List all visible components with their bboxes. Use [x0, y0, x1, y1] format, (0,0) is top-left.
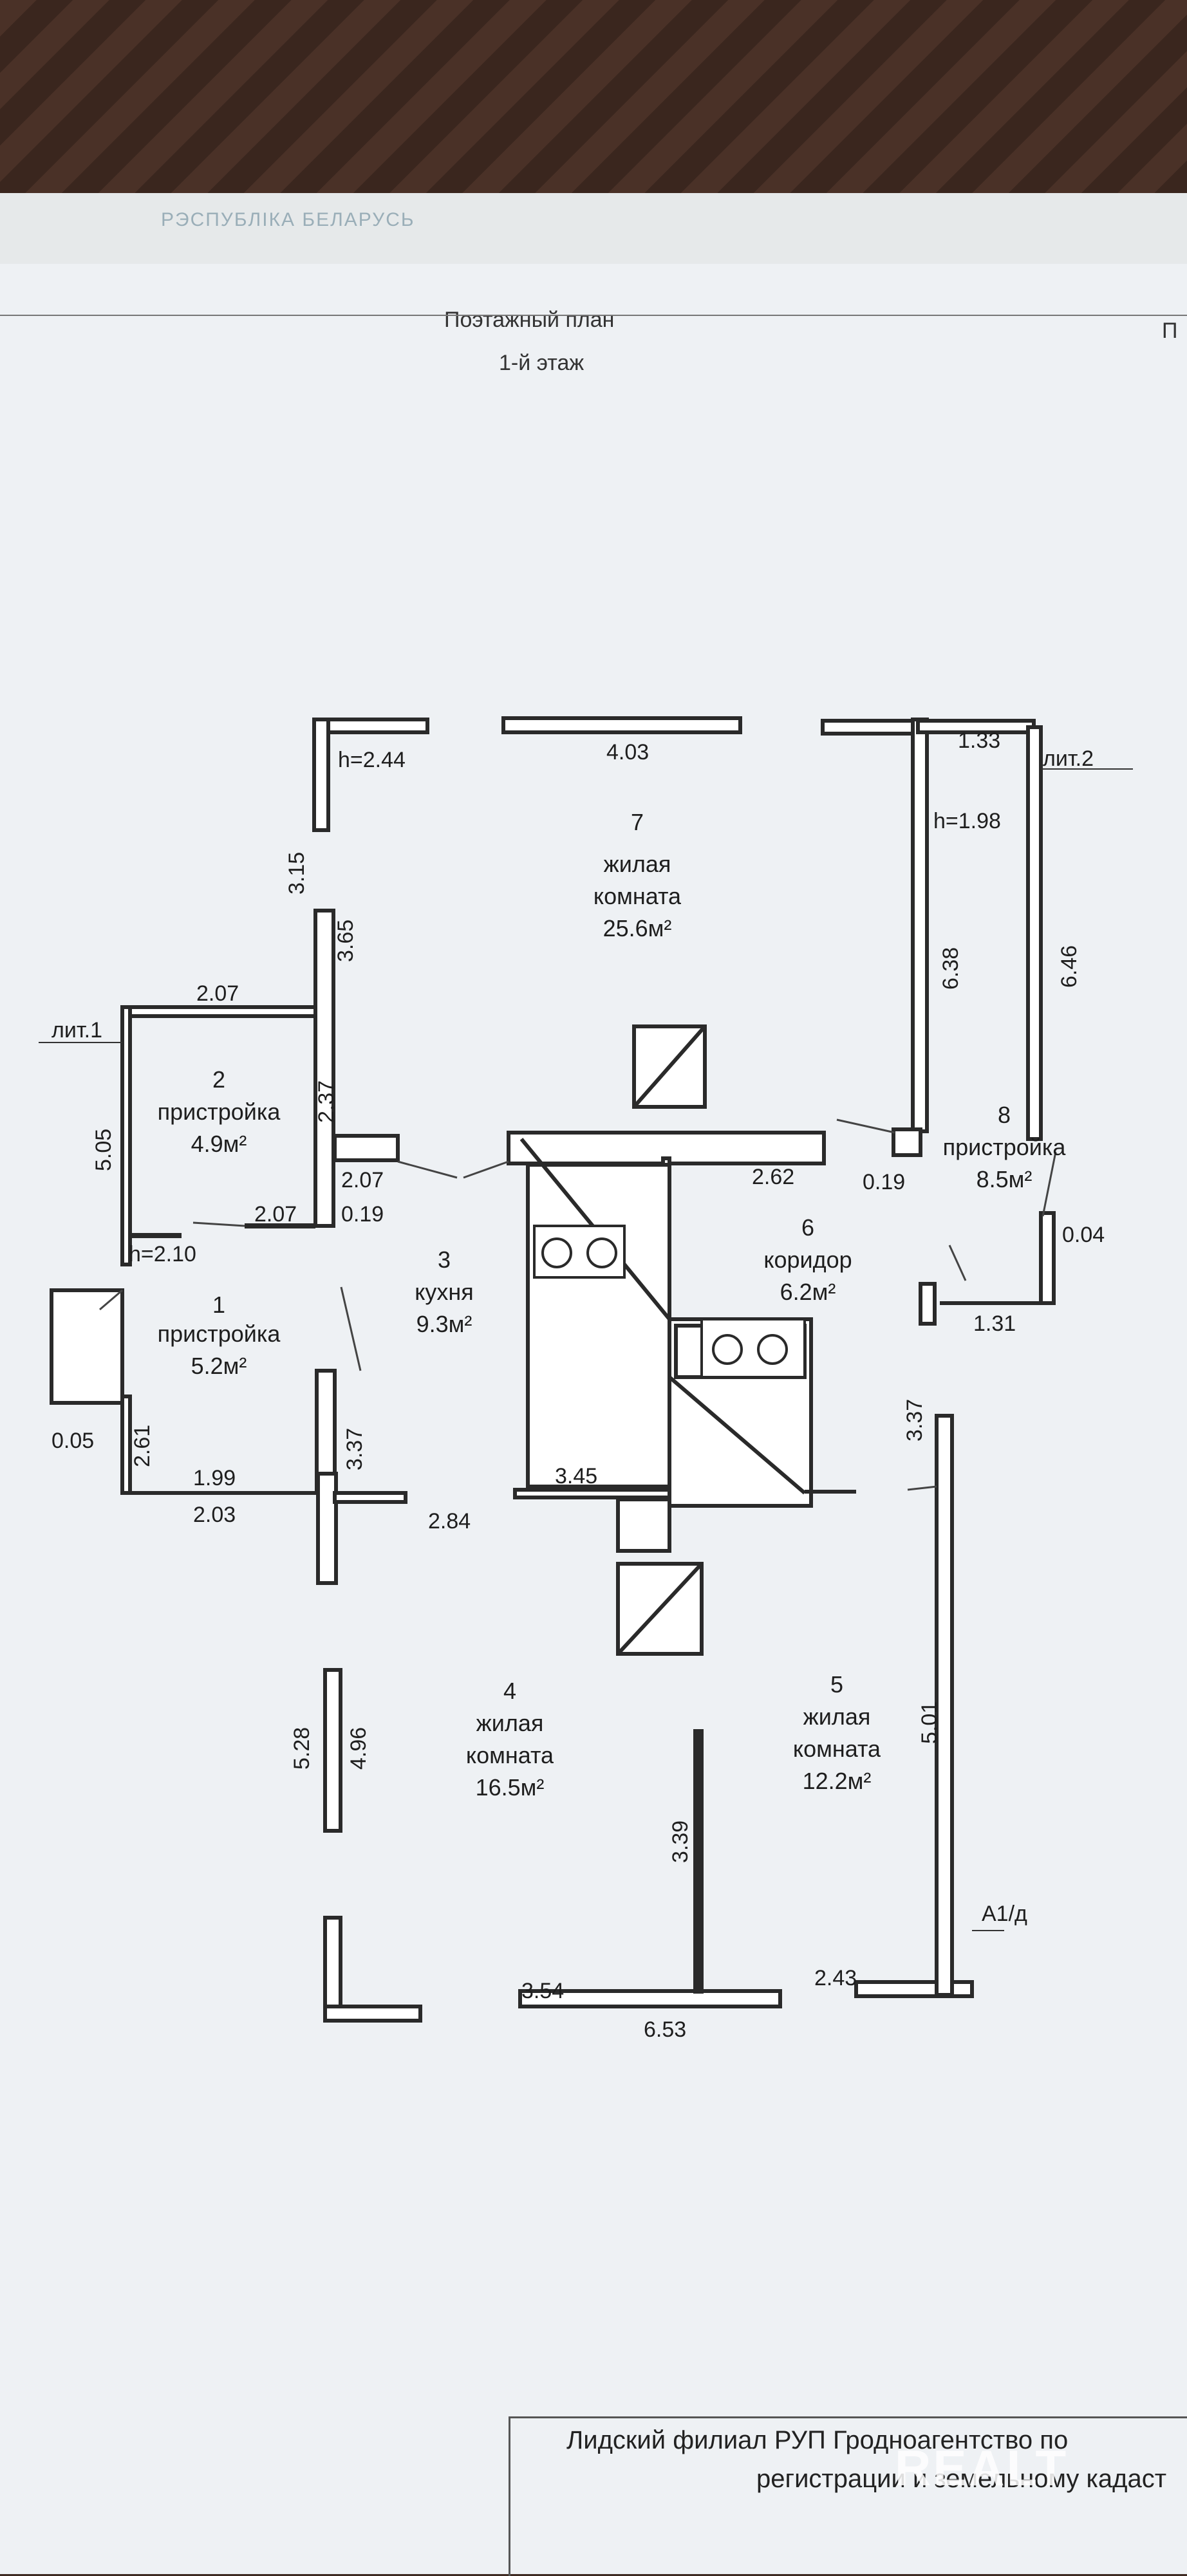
- dim-2-61: 2.61: [130, 1425, 154, 1467]
- footer-line-1: Лидский филиал РУП Гродноагентство по: [566, 2426, 1069, 2454]
- dim-0-19-right: 0.19: [863, 1170, 905, 1194]
- dim-2-07-low: 2.07: [341, 1168, 384, 1192]
- dim-3-15: 3.15: [285, 852, 309, 894]
- dim-3-37-right: 3.37: [902, 1399, 927, 1441]
- room-1-number: 1: [212, 1292, 225, 1318]
- dim-5-05: 5.05: [91, 1129, 116, 1171]
- room-7-name-2: комната: [594, 883, 682, 909]
- room-4-name-1: жилая: [476, 1710, 544, 1736]
- footer-line-2: регистрации и земельному кадаст: [756, 2465, 1167, 2493]
- dim-3-37-left: 3.37: [342, 1428, 367, 1470]
- dim-3-65: 3.65: [333, 920, 358, 962]
- room-2-area: 4.9м²: [191, 1131, 247, 1157]
- title-block: [509, 2416, 1187, 2576]
- room-8-name: пристройка: [943, 1134, 1067, 1160]
- room-1-area: 5.2м²: [191, 1353, 247, 1379]
- dim-3-54: 3.54: [521, 1979, 564, 2003]
- room-3-area: 9.3м²: [416, 1311, 472, 1337]
- plan-title: Поэтажный план: [444, 308, 615, 332]
- watermark-logo: REALT: [895, 2440, 1069, 2496]
- stamp-text: РЭСПУБЛІКА БЕЛАРУСЬ: [161, 209, 415, 230]
- room-7-area: 25.6м²: [603, 915, 672, 941]
- room-7-name-1: жилая: [604, 851, 671, 877]
- dim-5-28: 5.28: [290, 1727, 314, 1770]
- room-2-name: пристройка: [158, 1098, 281, 1125]
- dim-4-96: 4.96: [346, 1727, 371, 1770]
- height-extension-1: h=2.10: [129, 1242, 196, 1266]
- room-6-area: 6.2м²: [780, 1279, 836, 1305]
- corner-label: П: [1162, 319, 1178, 343]
- door-marks: [99, 1118, 1057, 1491]
- room-5-name-2: комната: [793, 1736, 881, 1762]
- dim-1-99: 1.99: [193, 1466, 236, 1490]
- dim-2-37: 2.37: [314, 1080, 339, 1123]
- room-6-number: 6: [801, 1214, 814, 1241]
- dim-2-43: 2.43: [814, 1966, 857, 1990]
- stove-burners: [533, 1225, 806, 1378]
- room-3-name: кухня: [415, 1279, 474, 1305]
- dim-0-05: 0.05: [51, 1429, 94, 1453]
- dim-1-33: 1.33: [958, 728, 1000, 753]
- height-main: h=2.44: [338, 748, 406, 772]
- room-5-number: 5: [830, 1671, 843, 1698]
- dim-6-46: 6.46: [1057, 945, 1081, 988]
- dim-2-03: 2.03: [193, 1503, 236, 1527]
- dim-0-04: 0.04: [1062, 1223, 1105, 1247]
- room-4-name-2: комната: [466, 1742, 554, 1768]
- dim-0-19-left: 0.19: [341, 1202, 384, 1227]
- dim-2-62: 2.62: [752, 1165, 794, 1189]
- dim-2-07-top: 2.07: [196, 981, 239, 1006]
- dim-4-03: 4.03: [606, 740, 649, 764]
- lit2-label: лит.2: [1043, 746, 1094, 771]
- dim-2-84: 2.84: [428, 1509, 471, 1534]
- lit1-label: лит.1: [51, 1018, 102, 1042]
- dim-3-39: 3.39: [668, 1821, 693, 1863]
- dim-2-07-mid: 2.07: [254, 1202, 297, 1227]
- a1-label: А1/д: [982, 1902, 1027, 1926]
- room-6-name: коридор: [763, 1246, 852, 1273]
- floor-label: 1-й этаж: [499, 351, 584, 375]
- height-extension-2: h=1.98: [933, 809, 1001, 833]
- dim-3-45: 3.45: [555, 1464, 597, 1488]
- room-2-number: 2: [212, 1066, 225, 1093]
- room-3-number: 3: [438, 1246, 451, 1273]
- room-4-number: 4: [503, 1678, 516, 1704]
- dim-6-53: 6.53: [644, 2017, 686, 2042]
- stamp-strip: [0, 193, 1187, 264]
- room-5-name-1: жилая: [803, 1703, 871, 1730]
- room-8-area: 8.5м²: [977, 1166, 1033, 1192]
- room-7-number: 7: [631, 809, 644, 835]
- dim-5-01: 5.01: [917, 1701, 942, 1744]
- room-1-name: пристройка: [158, 1320, 281, 1347]
- room-5-area: 12.2м²: [803, 1768, 872, 1794]
- dim-1-31: 1.31: [973, 1311, 1016, 1336]
- room-4-area: 16.5м²: [476, 1774, 545, 1801]
- room-8-number: 8: [998, 1102, 1011, 1128]
- dim-6-38: 6.38: [939, 947, 963, 990]
